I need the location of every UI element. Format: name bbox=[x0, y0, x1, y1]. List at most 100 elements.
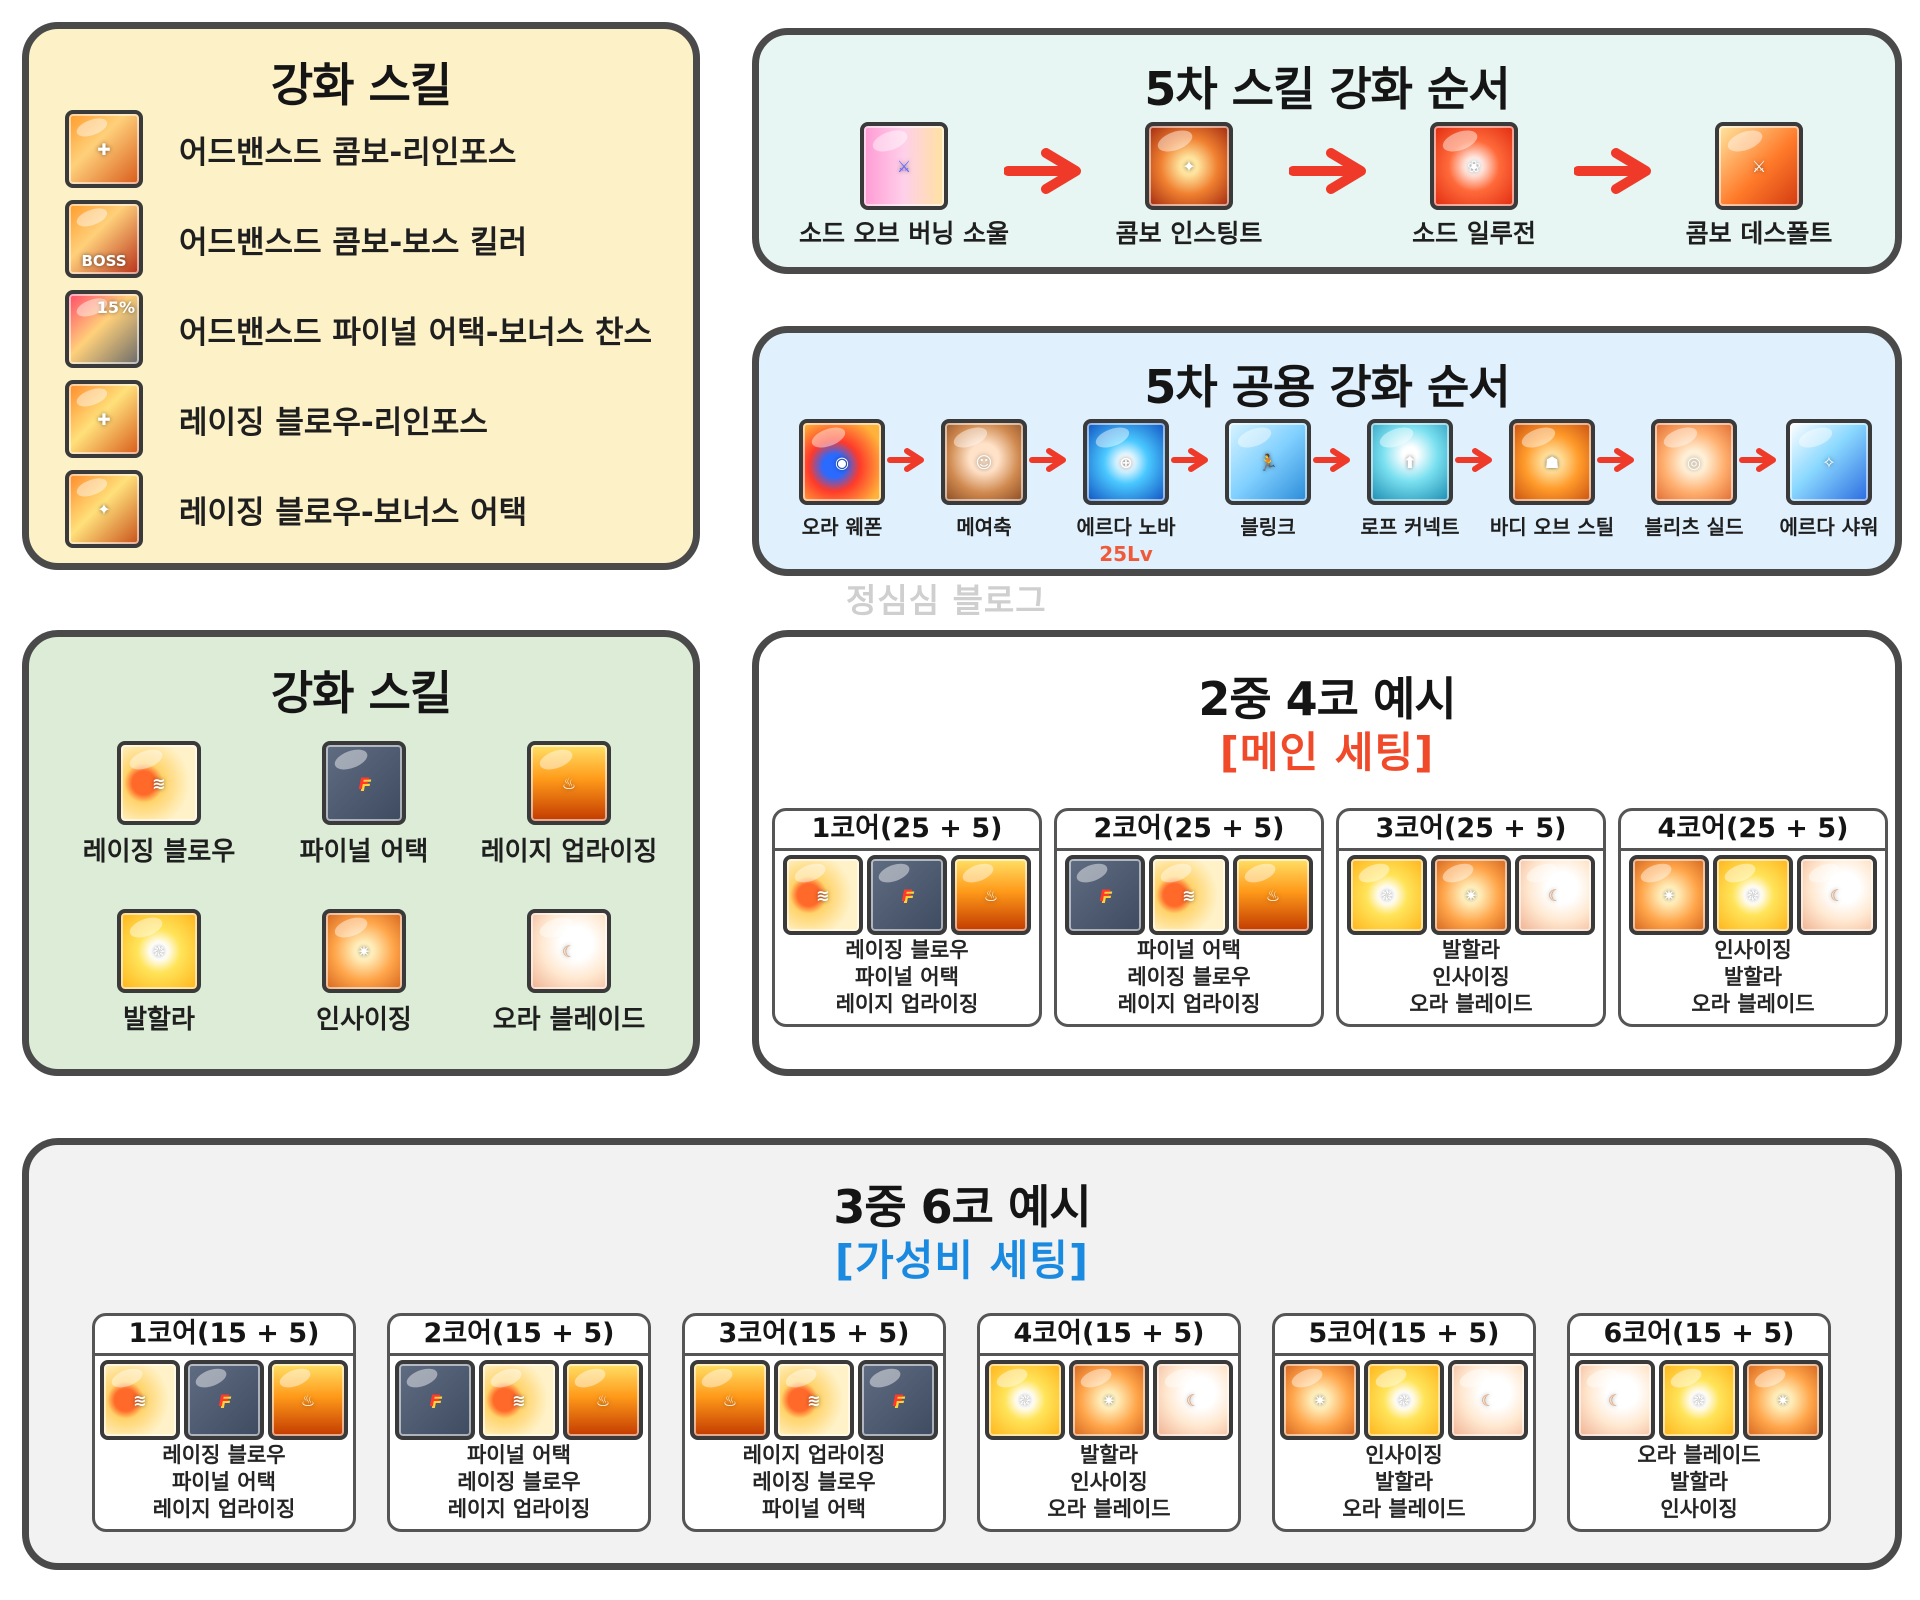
enhance-skills-panel: 강화 스킬 ✚ 어드밴스드 콤보-리인포스 BOSS 어드밴스드 콤보-보스 킬… bbox=[22, 22, 700, 570]
rage-uprising-icon: ♨ bbox=[1233, 855, 1313, 935]
core-skill-name: 발할라 bbox=[1442, 938, 1500, 962]
core-card: 1코어(15 + 5) ≋ F ♨ 레이징 블로우 파이널 어택 레이지 업라이… bbox=[92, 1313, 356, 1532]
fifth-order-label: 소드 일루전 bbox=[1412, 219, 1536, 248]
final-attack-icon: F bbox=[1065, 855, 1145, 935]
raging-blow-icon: ≋ bbox=[1149, 855, 1229, 935]
core-skill-name: 레이징 블로우 bbox=[162, 1443, 286, 1467]
core-skill-name: 레이징 블로우 bbox=[1127, 965, 1251, 989]
raging-blow-icon: ≋ bbox=[783, 855, 863, 935]
common-order-item: ☗ 바디 오브 스틸 bbox=[1482, 419, 1622, 540]
common-order-label: 바디 오브 스틸 bbox=[1489, 515, 1615, 539]
core-card: 2코어(25 + 5) F ≋ ♨ 파이널 어택 레이징 블로우 레이지 업라이… bbox=[1054, 808, 1324, 1027]
enhance-item: 15% 어드밴스드 파이널 어택-보너스 찬스 bbox=[65, 289, 652, 369]
common-order-item: ⬆ 로프 커넥트 bbox=[1340, 419, 1480, 540]
enhance-item-label: 어드밴스드 콤보-리인포스 bbox=[179, 134, 517, 171]
rope-connect-icon: ⬆ bbox=[1367, 419, 1453, 505]
core-skill-name: 레이지 업라이징 bbox=[152, 1497, 296, 1521]
final-attack-icon: F bbox=[858, 1360, 938, 1440]
skill-grid-item: ✷ 인사이징 bbox=[264, 909, 464, 1036]
core-header: 3코어(25 + 5) bbox=[1339, 811, 1603, 851]
core-skill-name: 발할라 bbox=[1080, 1443, 1138, 1467]
core-card: 5코어(15 + 5) ✷ ✵ ☾ 인사이징 발할라 오라 블레이드 bbox=[1272, 1313, 1536, 1532]
core-skill-name: 발할라 bbox=[1724, 965, 1782, 989]
enhance-item-label: 레이징 블로우-리인포스 bbox=[179, 404, 488, 441]
sword-illusion-icon: ❀ bbox=[1430, 122, 1518, 210]
core-header: 1코어(15 + 5) bbox=[95, 1316, 353, 1356]
combo-instinct-icon: ✦ bbox=[1145, 122, 1233, 210]
core-card: 4코어(25 + 5) ✷ ✵ ☾ 인사이징 발할라 오라 블레이드 bbox=[1618, 808, 1888, 1027]
fifth-skill-order-panel: 5차 스킬 강화 순서 ⚔ 소드 오브 버닝 소울 ✦ 콤보 인스팅트 ❀ 소드… bbox=[752, 28, 1902, 274]
enhance-item-label: 레이징 블로우-보너스 어택 bbox=[179, 494, 528, 531]
combo-deathfault-icon: ⚔ bbox=[1715, 122, 1803, 210]
rage-uprising-icon: ♨ bbox=[268, 1360, 348, 1440]
arrow-right-icon bbox=[1289, 148, 1366, 194]
common-order-label: 블리츠 실드 bbox=[1644, 515, 1744, 539]
rage-uprising-icon: ♨ bbox=[690, 1360, 770, 1440]
rage-uprising-icon: ♨ bbox=[951, 855, 1031, 935]
arrow-right-icon bbox=[1597, 448, 1634, 472]
skill-grid-item: ♨ 레이지 업라이징 bbox=[469, 741, 669, 868]
fifth-order-item: ⚔ 콤보 데스폴트 bbox=[1639, 122, 1879, 250]
raging-blow-icon: ≋ bbox=[117, 741, 201, 825]
enhance-skills-title: 강화 스킬 bbox=[270, 58, 452, 112]
skill-grid-item: ✵ 발할라 bbox=[59, 909, 259, 1036]
rage-uprising-icon: ♨ bbox=[527, 741, 611, 825]
common-order-item: ☺ 메여축 bbox=[914, 419, 1054, 540]
core-skill-name: 파이널 어택 bbox=[855, 965, 959, 989]
incising-icon: ✷ bbox=[1743, 1360, 1823, 1440]
enhance-item: ✚ 레이징 블로우-리인포스 bbox=[65, 379, 488, 459]
watermark: 정심심 블로그 bbox=[846, 581, 1047, 620]
blink-icon: 🏃 bbox=[1225, 419, 1311, 505]
common-order-label: 에르다 노바 bbox=[1076, 515, 1176, 539]
core-header: 3코어(15 + 5) bbox=[685, 1316, 943, 1356]
core-skill-name: 레이지 업라이징 bbox=[835, 992, 979, 1016]
core-card: 3코어(25 + 5) ✵ ✷ ☾ 발할라 인사이징 오라 블레이드 bbox=[1336, 808, 1606, 1027]
aura-weapon-icon: ◉ bbox=[799, 419, 885, 505]
chance-badge: 15% bbox=[96, 298, 135, 317]
final-attack-icon: F bbox=[395, 1360, 475, 1440]
incising-icon: ✷ bbox=[322, 909, 406, 993]
core-header: 6코어(15 + 5) bbox=[1570, 1316, 1828, 1356]
incising-icon: ✷ bbox=[1431, 855, 1511, 935]
valhalla-icon: ✵ bbox=[1659, 1360, 1739, 1440]
enhance-item: ✦ 레이징 블로우-보너스 어택 bbox=[65, 469, 527, 549]
advanced-combo-boss-killer-icon: BOSS bbox=[65, 200, 143, 278]
fifth-order-label: 콤보 데스폴트 bbox=[1685, 219, 1833, 248]
final-attack-icon: F bbox=[184, 1360, 264, 1440]
core-header: 1코어(25 + 5) bbox=[775, 811, 1039, 851]
common-order-item: ◎ 블리츠 실드 bbox=[1624, 419, 1764, 540]
arrow-right-icon bbox=[887, 448, 924, 472]
raging-blow-icon: ≋ bbox=[479, 1360, 559, 1440]
arrow-right-icon bbox=[1171, 448, 1208, 472]
core-card: 2코어(15 + 5) F ≋ ♨ 파이널 어택 레이징 블로우 레이지 업라이… bbox=[387, 1313, 651, 1532]
valhalla-icon: ✵ bbox=[985, 1360, 1065, 1440]
core-skill-name: 인사이징 bbox=[1365, 1443, 1443, 1467]
six-core-title: 3중 6코 예시 bbox=[833, 1180, 1091, 1234]
raging-blow-icon: ≋ bbox=[774, 1360, 854, 1440]
valhalla-icon: ✵ bbox=[1713, 855, 1793, 935]
fifth-skill-order-title: 5차 스킬 강화 순서 bbox=[1144, 62, 1510, 116]
final-attack-icon: F bbox=[867, 855, 947, 935]
skill-grid-item: F 파이널 어택 bbox=[264, 741, 464, 868]
common-order-label: 오라 웨폰 bbox=[801, 515, 883, 539]
core-skill-name: 인사이징 bbox=[1660, 1497, 1738, 1521]
arrow-right-icon bbox=[1004, 148, 1081, 194]
skill-grid-item: ≋ 레이징 블로우 bbox=[59, 741, 259, 868]
fifth-order-label: 콤보 인스팅트 bbox=[1115, 219, 1263, 248]
raging-blow-icon: ≋ bbox=[100, 1360, 180, 1440]
core-header: 4코어(15 + 5) bbox=[980, 1316, 1238, 1356]
common-order-label: 에르다 샤워 bbox=[1779, 515, 1879, 539]
four-core-subtitle: [메인 세팅] bbox=[1219, 728, 1435, 777]
core-header: 2코어(15 + 5) bbox=[390, 1316, 648, 1356]
aura-blade-icon: ☾ bbox=[1153, 1360, 1233, 1440]
four-core-panel: 2중 4코 예시 [메인 세팅] 1코어(25 + 5) ≋ F ♨ 레이징 블… bbox=[752, 630, 1902, 1076]
advanced-final-attack-bonus-chance-icon: 15% bbox=[65, 290, 143, 368]
core-skill-name: 인사이징 bbox=[1070, 1470, 1148, 1494]
core-skill-name: 오라 블레이드 bbox=[1409, 992, 1533, 1016]
enhance-item-label: 어드밴스드 파이널 어택-보너스 찬스 bbox=[179, 314, 653, 351]
four-core-title: 2중 4코 예시 bbox=[1198, 672, 1456, 726]
advanced-combo-reinforce-icon: ✚ bbox=[65, 110, 143, 188]
valhalla-icon: ✵ bbox=[117, 909, 201, 993]
valhalla-icon: ✵ bbox=[1364, 1360, 1444, 1440]
fifth-order-item: ⚔ 소드 오브 버닝 소울 bbox=[784, 122, 1024, 250]
